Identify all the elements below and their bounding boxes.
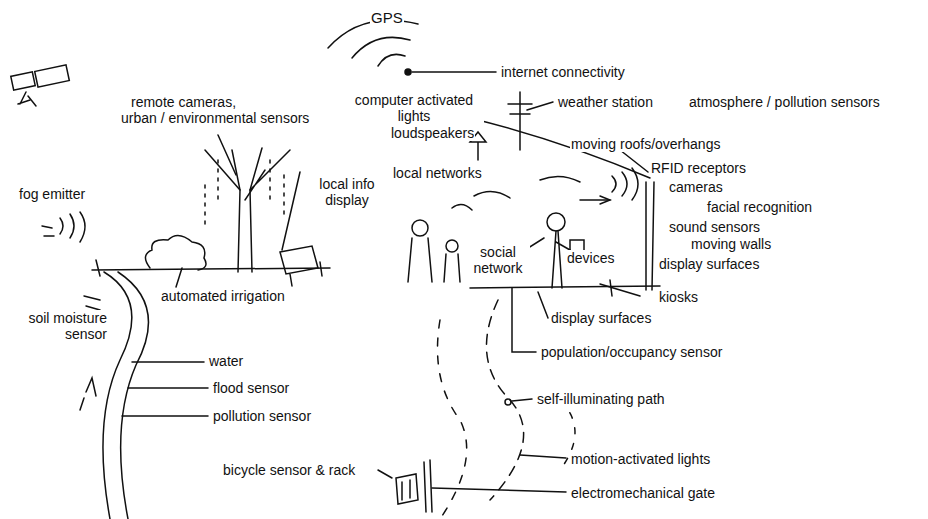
sketch-label: internet connectivity <box>500 64 626 80</box>
sketch-label: computer activated lights <box>344 92 484 124</box>
sketch-label: self-illuminating path <box>536 391 666 407</box>
sketch-label: population/occupancy sensor <box>540 344 723 360</box>
sketch-label: social network <box>466 244 530 276</box>
sketch-label: automated irrigation <box>160 288 286 304</box>
sketch-label: loudspeakers <box>390 125 475 141</box>
sketch-label: water <box>208 353 244 369</box>
sketch-label: facial recognition <box>706 199 813 215</box>
sketch-label: sound sensors <box>668 219 761 235</box>
sketch-label: urban / environmental sensors <box>120 110 310 126</box>
sketch-label: fog emitter <box>18 186 86 202</box>
sketch-label: local networks <box>392 165 483 181</box>
sketch-label: devices <box>566 250 615 266</box>
sketch-label: GPS <box>370 10 404 26</box>
sketch-label: flood sensor <box>212 380 290 396</box>
sketch-label: cameras <box>668 179 724 195</box>
sketch-label: soil moisture sensor <box>2 310 108 342</box>
sketch-label: moving walls <box>690 236 772 252</box>
sketch-label: electromechanical gate <box>570 485 716 501</box>
sketch-label: kiosks <box>658 289 699 305</box>
sketch-label: atmosphere / pollution sensors <box>688 94 881 110</box>
sketch-label: local info display <box>318 176 376 208</box>
sketch-label: weather station <box>557 94 654 110</box>
sketch-label: display surfaces <box>658 256 760 272</box>
sketch-label: moving roofs/overhangs <box>570 136 721 152</box>
sketch-label: bicycle sensor & rack <box>222 462 356 478</box>
sketch-label: display surfaces <box>550 310 652 326</box>
sketch-label: motion-activated lights <box>570 451 711 467</box>
sketch-label: RFID receptors <box>650 160 747 176</box>
sketch-label: pollution sensor <box>212 408 312 424</box>
sketch-label: remote cameras, <box>130 94 237 110</box>
